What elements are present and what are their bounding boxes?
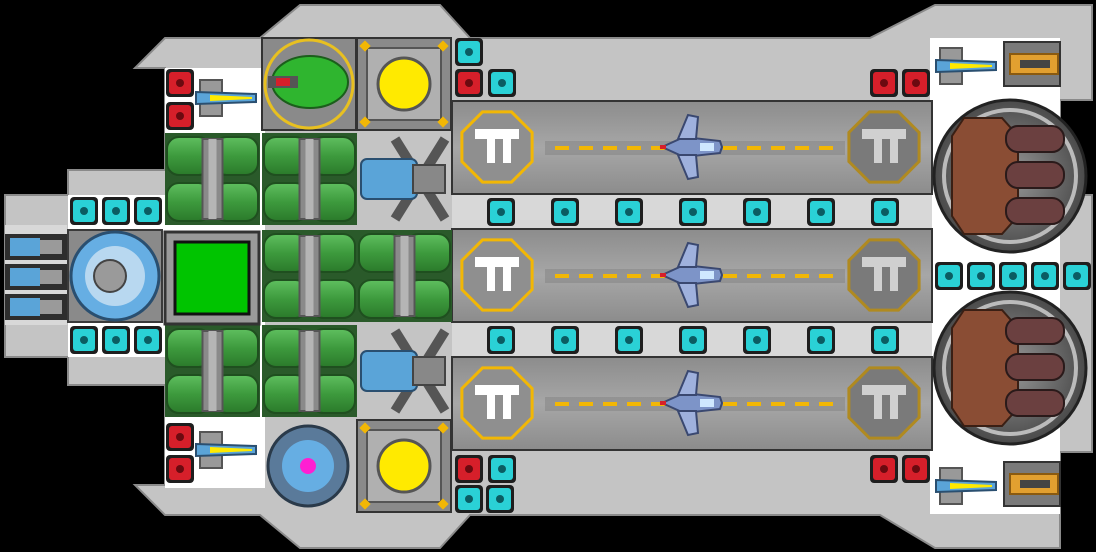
hangar-bay-3[interactable] bbox=[451, 356, 933, 451]
shield-generator-icon[interactable] bbox=[67, 229, 163, 323]
power-connector-cyan-icon[interactable] bbox=[551, 198, 579, 226]
power-connector-cyan-icon[interactable] bbox=[999, 262, 1027, 290]
power-connector-cyan-icon[interactable] bbox=[134, 197, 162, 225]
radar-dish-icon[interactable] bbox=[261, 37, 357, 131]
power-conduit-icon bbox=[165, 325, 260, 417]
laser-turret-icon[interactable] bbox=[935, 47, 997, 85]
power-connector-red-icon[interactable] bbox=[870, 455, 898, 483]
power-connector-cyan-icon[interactable] bbox=[679, 198, 707, 226]
cannon-turret-icon[interactable] bbox=[1003, 461, 1061, 507]
fighter-shuttle-icon[interactable] bbox=[659, 241, 724, 309]
launch-pad-icon bbox=[460, 366, 534, 440]
launch-pad-icon bbox=[460, 110, 534, 184]
capacitor-module-icon[interactable] bbox=[357, 325, 451, 417]
capacitor-module-icon[interactable] bbox=[357, 133, 451, 225]
warp-core-icon[interactable] bbox=[266, 424, 350, 508]
power-connector-red-icon[interactable] bbox=[455, 69, 483, 97]
power-connector-cyan-icon[interactable] bbox=[743, 198, 771, 226]
power-conduit-icon bbox=[262, 133, 357, 225]
power-connector-cyan-icon[interactable] bbox=[486, 485, 514, 513]
power-connector-cyan-icon[interactable] bbox=[871, 198, 899, 226]
cargo-pod-icon[interactable] bbox=[932, 98, 1088, 254]
power-connector-cyan-icon[interactable] bbox=[70, 326, 98, 354]
laser-turret-icon[interactable] bbox=[935, 467, 997, 505]
power-connector-red-icon[interactable] bbox=[166, 102, 194, 130]
power-conduit-icon bbox=[262, 325, 357, 417]
power-connector-cyan-icon[interactable] bbox=[967, 262, 995, 290]
power-connector-cyan-icon[interactable] bbox=[488, 455, 516, 483]
engine-thruster-icon[interactable] bbox=[5, 234, 67, 260]
power-connector-cyan-icon[interactable] bbox=[1031, 262, 1059, 290]
cannon-turret-icon[interactable] bbox=[1003, 41, 1061, 87]
power-connector-red-icon[interactable] bbox=[166, 69, 194, 97]
reactor-core-icon[interactable] bbox=[356, 419, 452, 513]
hangar-bay-2[interactable] bbox=[451, 228, 933, 323]
power-connector-red-icon[interactable] bbox=[902, 69, 930, 97]
power-connector-cyan-icon[interactable] bbox=[679, 326, 707, 354]
fighter-shuttle-icon[interactable] bbox=[659, 369, 724, 437]
power-connector-cyan-icon[interactable] bbox=[134, 326, 162, 354]
power-connector-red-icon[interactable] bbox=[870, 69, 898, 97]
command-module-icon[interactable] bbox=[163, 230, 261, 326]
power-connector-cyan-icon[interactable] bbox=[70, 197, 98, 225]
engine-thruster-icon[interactable] bbox=[5, 264, 67, 290]
laser-turret-icon[interactable] bbox=[195, 431, 257, 469]
power-connector-cyan-icon[interactable] bbox=[102, 197, 130, 225]
power-connector-cyan-icon[interactable] bbox=[743, 326, 771, 354]
power-connector-cyan-icon[interactable] bbox=[488, 69, 516, 97]
engine-thruster-icon[interactable] bbox=[5, 294, 67, 320]
power-connector-cyan-icon[interactable] bbox=[807, 198, 835, 226]
power-conduit-icon bbox=[262, 230, 357, 322]
power-connector-red-icon[interactable] bbox=[902, 455, 930, 483]
fighter-shuttle-icon[interactable] bbox=[659, 113, 724, 181]
landing-pad-icon bbox=[847, 238, 921, 312]
power-connector-red-icon[interactable] bbox=[455, 455, 483, 483]
power-connector-cyan-icon[interactable] bbox=[615, 198, 643, 226]
power-connector-cyan-icon[interactable] bbox=[935, 262, 963, 290]
launch-pad-icon bbox=[460, 238, 534, 312]
reactor-core-icon[interactable] bbox=[356, 37, 452, 131]
power-connector-cyan-icon[interactable] bbox=[487, 326, 515, 354]
power-connector-cyan-icon[interactable] bbox=[487, 198, 515, 226]
power-connector-cyan-icon[interactable] bbox=[615, 326, 643, 354]
hangar-bay-1[interactable] bbox=[451, 100, 933, 195]
landing-pad-icon bbox=[847, 366, 921, 440]
power-connector-red-icon[interactable] bbox=[166, 423, 194, 451]
power-connector-cyan-icon[interactable] bbox=[871, 326, 899, 354]
laser-turret-icon[interactable] bbox=[195, 79, 257, 117]
cargo-pod-icon[interactable] bbox=[932, 290, 1088, 446]
power-connector-cyan-icon[interactable] bbox=[455, 485, 483, 513]
power-connector-cyan-icon[interactable] bbox=[551, 326, 579, 354]
power-connector-red-icon[interactable] bbox=[166, 455, 194, 483]
power-conduit-icon bbox=[357, 230, 452, 322]
power-connector-cyan-icon[interactable] bbox=[455, 38, 483, 66]
power-connector-cyan-icon[interactable] bbox=[1063, 262, 1091, 290]
power-connector-cyan-icon[interactable] bbox=[102, 326, 130, 354]
power-conduit-icon bbox=[165, 133, 260, 225]
power-connector-cyan-icon[interactable] bbox=[807, 326, 835, 354]
landing-pad-icon bbox=[847, 110, 921, 184]
